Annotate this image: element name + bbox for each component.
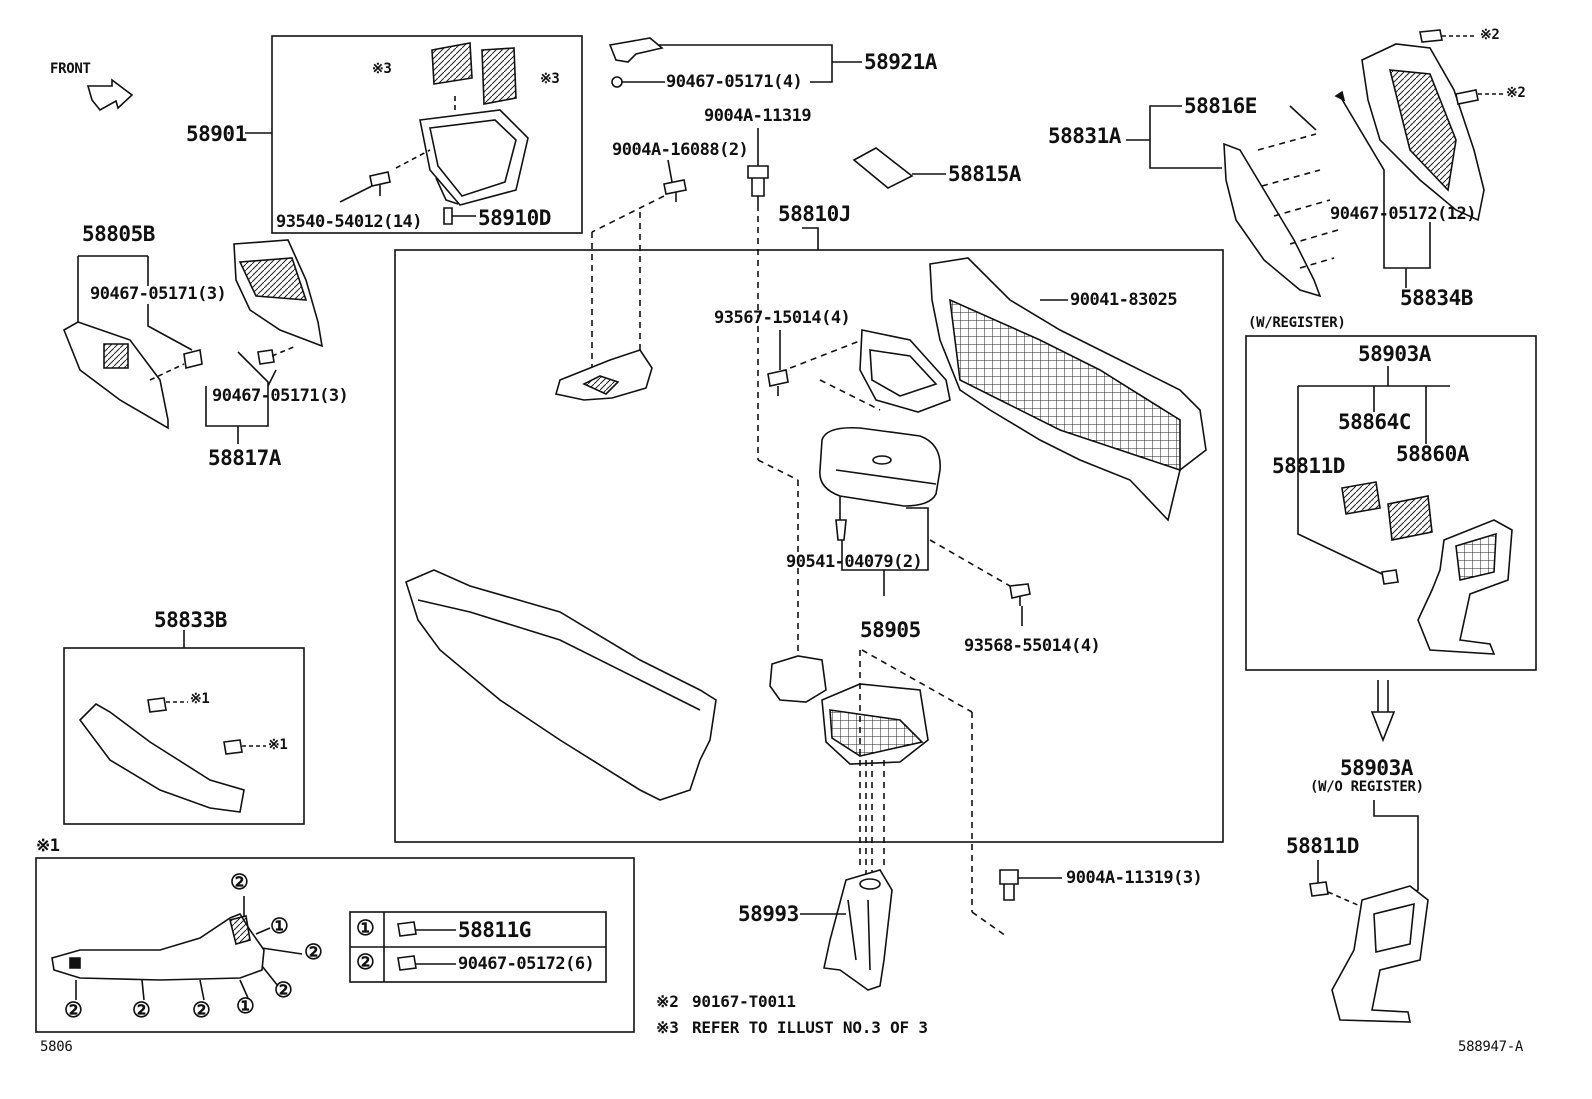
callout-c1-box-title: ※1 — [36, 836, 60, 856]
label-58816E: 58816E — [1184, 94, 1257, 118]
bolt-9004A-11319-icon — [747, 165, 769, 205]
box-callout-1 — [35, 857, 635, 1033]
part-58903A-wo-register — [1331, 885, 1429, 1023]
label-58903A-w: 58903A — [1358, 342, 1431, 366]
part-58903A-bracket — [1417, 519, 1513, 655]
label-58833B: 58833B — [154, 608, 227, 632]
note-c3-text: REFER TO ILLUST NO.3 OF 3 — [692, 1018, 928, 1037]
box-58901 — [271, 35, 583, 234]
part-storage-tray — [821, 683, 929, 765]
circled-1-right: ① — [270, 914, 289, 938]
label-58903A-wo: 58903A — [1340, 756, 1413, 780]
label-9004A-11319-3: 9004A-11319(3) — [1066, 868, 1203, 888]
label-58901: 58901 — [186, 122, 247, 146]
label-58993: 58993 — [738, 902, 799, 926]
part-58834B-panel — [1361, 43, 1485, 222]
bolt-90541-icon — [835, 496, 847, 541]
legend-num-2: ② — [356, 950, 375, 974]
clip-93568-icon — [1009, 583, 1031, 606]
drawing-id: 588947-A — [1458, 1039, 1524, 1055]
part-58864C-vent — [1341, 481, 1381, 515]
label-90467-05171-3-b: 90467-05171(3) — [212, 386, 349, 406]
circled-2-right: ② — [304, 940, 323, 964]
part-58860A-vent — [1387, 495, 1433, 541]
part-bracket-middle — [859, 329, 951, 413]
circled-2-bottom-a: ② — [64, 998, 83, 1022]
legend-part-58811G: 58811G — [458, 918, 531, 942]
part-58805B-panel — [62, 321, 169, 430]
label-58811D-wo: 58811D — [1286, 834, 1359, 858]
page-ref: 5806 — [40, 1039, 73, 1055]
label-58834B: 58834B — [1400, 286, 1473, 310]
part-58921A-plate — [608, 37, 664, 63]
part-rear-panel — [929, 257, 1207, 522]
label-58815A: 58815A — [948, 162, 1021, 186]
circled-2-top: ② — [230, 870, 249, 894]
clip-93540-icon — [369, 171, 391, 196]
box-58833B — [63, 647, 305, 825]
label-58805B: 58805B — [82, 222, 155, 246]
part-small-bracket — [769, 655, 827, 703]
circled-1-bottom: ① — [236, 994, 255, 1018]
label-90041-83025: 90041-83025 — [1070, 290, 1178, 310]
clip-90467-icon — [611, 76, 623, 88]
circled-2-bottom-c: ② — [192, 998, 211, 1022]
part-58833B-garnish — [78, 703, 245, 813]
callout-c1-b: ※1 — [268, 737, 288, 753]
clip-c2-mid-icon — [1455, 89, 1479, 105]
label-93567-15014: 93567-15014(4) — [714, 308, 851, 328]
label-9004A-11319: 9004A-11319 — [704, 106, 812, 126]
label-90467-05171-3-a: 90467-05171(3) — [90, 284, 227, 304]
section-w-register: (W/REGISTER) — [1248, 315, 1346, 331]
part-58817A-panel — [233, 239, 324, 348]
callout-c3-right: ※3 — [540, 71, 560, 87]
label-58864C: 58864C — [1338, 410, 1411, 434]
part-58993-bracket — [823, 869, 893, 991]
screw-93567-icon — [767, 369, 789, 396]
front-arrow-icon — [86, 78, 134, 112]
label-90541-04079: 90541-04079(2) — [786, 552, 923, 572]
label-58910D: 58910D — [478, 206, 551, 230]
part-58811G-garnish-detail — [51, 913, 265, 981]
note-c2-text: 90167-T0011 — [692, 992, 796, 1011]
double-arrow-down-icon — [1370, 680, 1396, 743]
label-58905: 58905 — [860, 618, 921, 642]
callout-c3-left: ※3 — [372, 61, 392, 77]
box-58810J — [394, 249, 1224, 843]
label-58831A: 58831A — [1048, 124, 1121, 148]
callout-c1-a: ※1 — [190, 691, 210, 707]
part-58901-cupholder — [419, 42, 529, 206]
part-58905-lid — [819, 426, 941, 507]
label-93540-54012: 93540-54012(14) — [276, 212, 423, 232]
part-58831A-panel — [1223, 142, 1322, 298]
label-58810J: 58810J — [778, 202, 851, 226]
note-c3-mark: ※3 — [656, 1018, 679, 1037]
clip-c2-top-icon — [1419, 29, 1443, 43]
screw-9004A-16088-icon — [663, 179, 687, 202]
label-90467-05171-4: 90467-05171(4) — [666, 72, 803, 92]
circled-2-lower: ② — [274, 978, 293, 1002]
note-c2-mark: ※2 — [656, 992, 679, 1011]
part-bracket-small — [554, 349, 653, 401]
label-58811D-w: 58811D — [1272, 454, 1345, 478]
bolt-9004A-11319-3-icon — [999, 869, 1019, 901]
front-label: FRONT — [50, 61, 91, 77]
box-w-register — [1245, 335, 1537, 671]
label-58860A: 58860A — [1396, 442, 1469, 466]
legend-num-1: ① — [356, 916, 375, 940]
label-9004A-16088: 9004A-16088(2) — [612, 140, 749, 160]
label-58921A: 58921A — [864, 50, 937, 74]
circled-2-bottom-b: ② — [132, 998, 151, 1022]
part-58815A-sheet — [852, 147, 914, 189]
section-wo-register: (W/O REGISTER) — [1310, 779, 1424, 795]
label-58817A: 58817A — [208, 446, 281, 470]
callout-c2-top: ※2 — [1480, 27, 1500, 43]
label-90467-05172-12: 90467-05172(12) — [1330, 204, 1477, 224]
part-console-side-panel — [405, 569, 717, 801]
legend-part-90467-05172-6: 90467-05172(6) — [458, 954, 595, 974]
callout-c2-mid: ※2 — [1506, 85, 1526, 101]
label-93568-55014: 93568-55014(4) — [964, 636, 1101, 656]
